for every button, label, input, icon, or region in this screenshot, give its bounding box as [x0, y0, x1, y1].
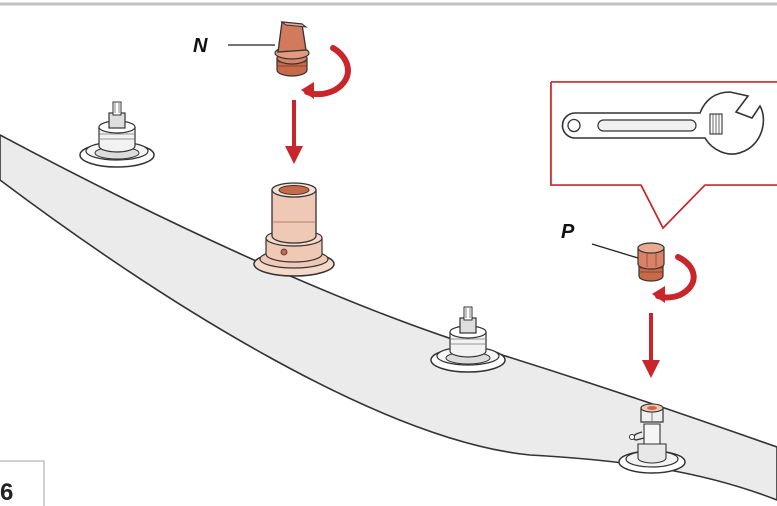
valve-left	[79, 101, 155, 168]
down-arrow-n	[285, 100, 303, 164]
rotation-arrow-icon-n	[301, 45, 351, 99]
rotation-arrow-icon-p	[652, 254, 697, 303]
copper-socket	[253, 182, 335, 277]
leader-line-p	[591, 243, 639, 259]
plug-p	[637, 242, 665, 282]
valve-with-nut	[618, 403, 686, 474]
panel-strip	[0, 134, 777, 501]
cap-n	[274, 21, 310, 77]
adjustable-wrench-icon	[561, 91, 765, 155]
step-number-box: 6	[0, 460, 45, 506]
label-n: N	[193, 35, 208, 57]
valve-middle	[430, 306, 506, 373]
label-p: P	[561, 221, 575, 243]
down-arrow-p	[642, 313, 660, 378]
wrench-callout	[550, 81, 777, 230]
step-number: 6	[0, 479, 13, 506]
